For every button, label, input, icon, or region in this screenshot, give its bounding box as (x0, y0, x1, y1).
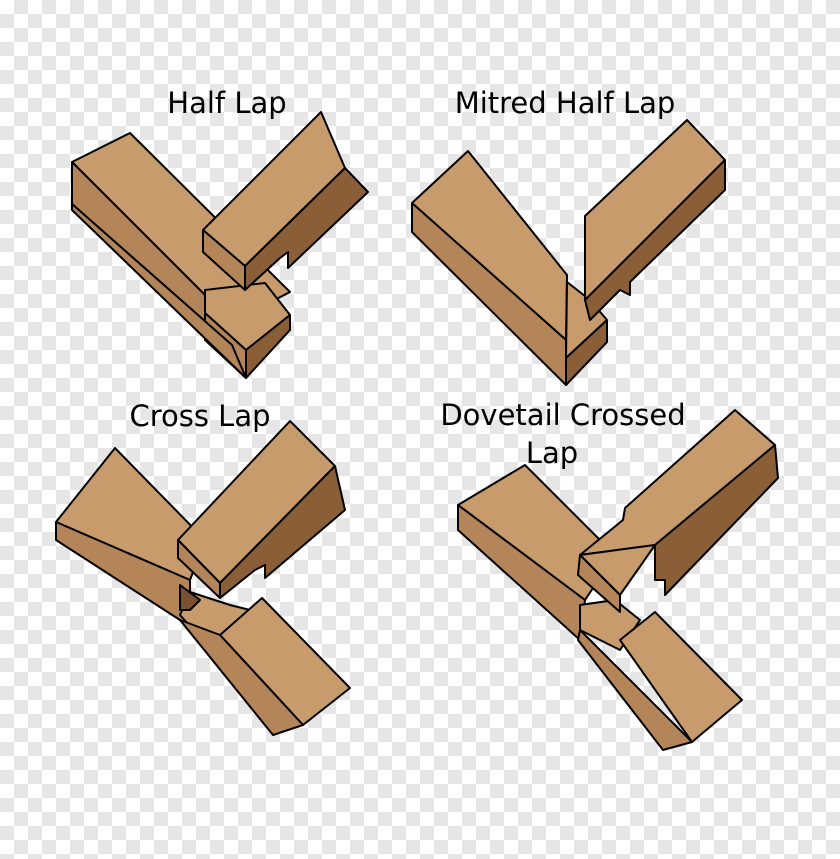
panel-mitred-half-lap: Mitred Half Lap (411, 86, 726, 386)
panel-title-half-lap: Half Lap (167, 86, 286, 120)
panel-half-lap: Half Lap (71, 86, 369, 379)
board-long (457, 464, 743, 751)
board-dovetail (577, 409, 779, 613)
board-long (55, 447, 351, 736)
panel-title-dovetail-line2: Lap (526, 436, 578, 470)
board-right (584, 119, 726, 321)
panel-title-dovetail-line1: Dovetail Crossed (440, 398, 685, 432)
panel-cross-lap: Cross Lap (55, 399, 351, 736)
board-left (411, 150, 608, 386)
panel-title-mitred-half-lap: Mitred Half Lap (455, 86, 676, 120)
board-cross (177, 420, 346, 599)
panel-title-cross-lap: Cross Lap (129, 399, 270, 433)
panel-dovetail-crossed-lap: Dovetail Crossed Lap (440, 398, 779, 751)
board-right (202, 111, 369, 291)
